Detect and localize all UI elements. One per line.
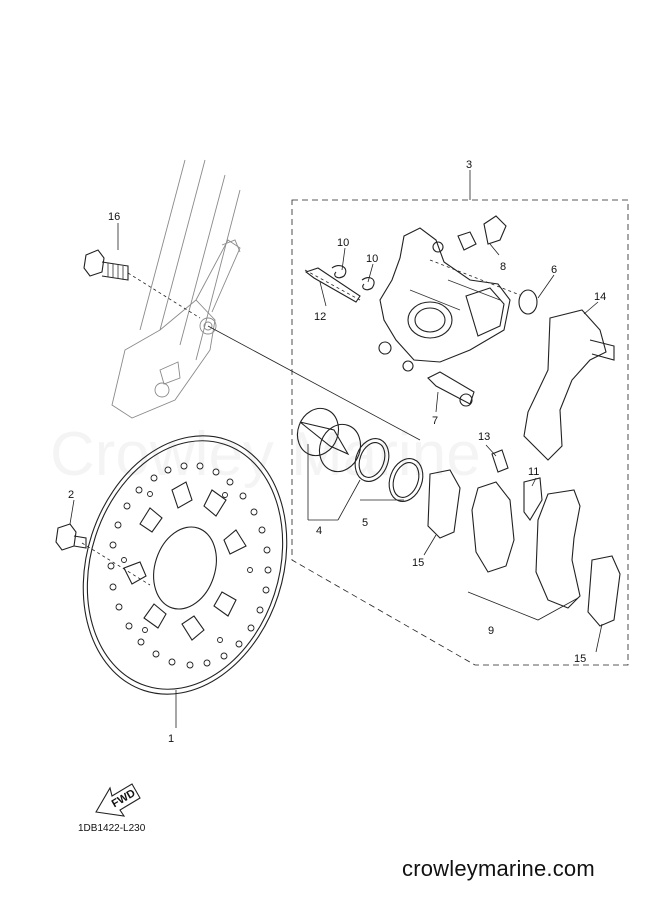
diagram-code: 1DB1422-L230 xyxy=(78,823,146,834)
piston-seals-5 xyxy=(354,438,424,502)
callout-13: 13 xyxy=(478,431,490,443)
bleed-screw-8 xyxy=(457,215,507,251)
pad-spring-11 xyxy=(523,477,543,521)
callout-8: 8 xyxy=(500,261,506,273)
callout-10-b: 10 xyxy=(366,253,378,265)
callout-11: 11 xyxy=(528,466,539,478)
assembly-lines xyxy=(81,259,521,586)
brake-pads-9 xyxy=(471,481,581,609)
site-link[interactable]: crowleymarine.com xyxy=(402,856,595,881)
pad-shim-15-left xyxy=(427,469,461,539)
front-fork-outline xyxy=(111,159,241,419)
callout-15-b: 15 xyxy=(574,653,586,665)
bracket-14 xyxy=(518,289,615,461)
callout-1: 1 xyxy=(168,733,174,745)
callout-2: 2 xyxy=(68,489,74,501)
fork-bolt-16 xyxy=(83,249,129,281)
fwd-arrow-icon: FWD xyxy=(95,783,141,817)
disc-bolt-2 xyxy=(55,523,87,551)
pad-spring-13 xyxy=(491,449,509,473)
pad-shim-15-right xyxy=(587,555,621,627)
watermark: Crowley Marine xyxy=(50,420,481,489)
caliper-pin-7 xyxy=(427,371,475,407)
callout-14: 14 xyxy=(594,291,606,303)
callout-7: 7 xyxy=(432,415,438,427)
piston-4 xyxy=(296,407,362,473)
callout-12: 12 xyxy=(314,311,326,323)
leader-lines xyxy=(69,170,603,728)
brake-disc-1 xyxy=(82,435,288,695)
caliper-body xyxy=(378,227,511,372)
callout-10-a: 10 xyxy=(337,237,349,249)
callout-9: 9 xyxy=(488,625,494,637)
callout-3: 3 xyxy=(466,159,472,171)
callout-16: 16 xyxy=(108,211,120,223)
callout-15-a: 15 xyxy=(412,557,424,569)
callout-6: 6 xyxy=(551,264,557,276)
fwd-label: FWD xyxy=(110,787,138,810)
caliper-assembly-box xyxy=(291,199,629,666)
callout-labels: 1 2 3 4 5 6 7 8 9 10 10 11 12 13 14 15 1… xyxy=(68,159,606,745)
callout-5: 5 xyxy=(362,517,368,529)
callout-4: 4 xyxy=(316,525,322,537)
pad-pin-12 xyxy=(304,265,375,303)
